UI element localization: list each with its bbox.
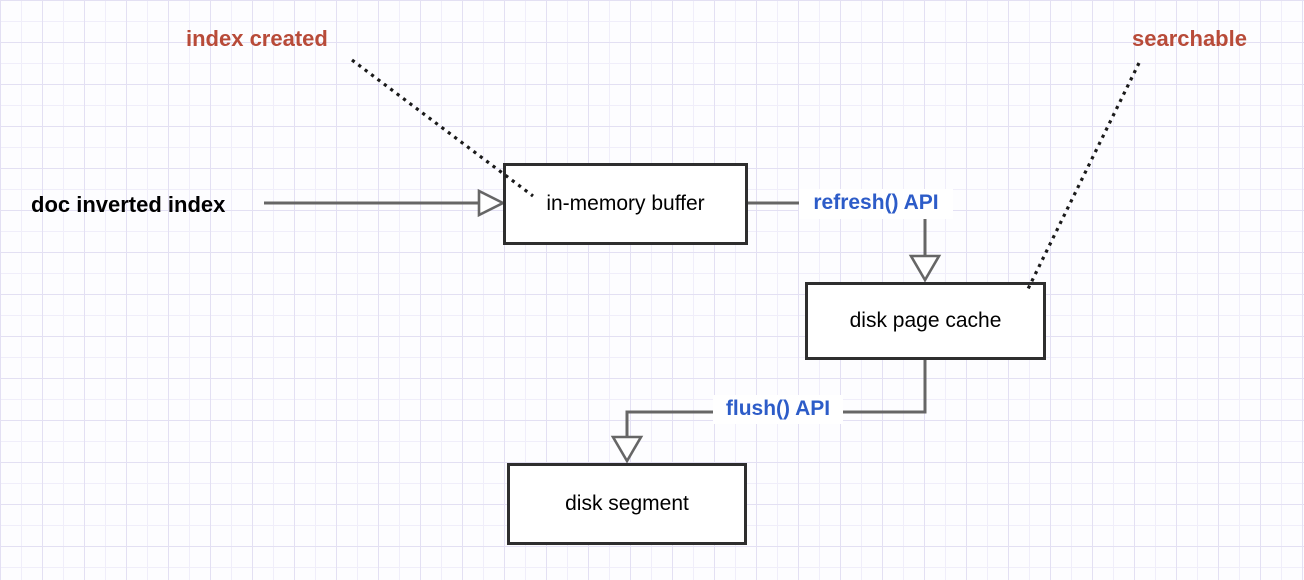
annotation-searchable: searchable bbox=[1132, 26, 1247, 51]
edge-label-flush-api: flush() API bbox=[713, 395, 843, 424]
node-in-memory-buffer-label: in-memory buffer bbox=[546, 192, 705, 215]
node-in-memory-buffer: in-memory buffer bbox=[503, 163, 748, 245]
node-disk-segment: disk segment bbox=[507, 463, 747, 545]
arrowhead-doc-to-buffer bbox=[477, 188, 506, 218]
label-doc-inverted-index: doc inverted index bbox=[31, 192, 226, 217]
node-disk-page-cache-label: disk page cache bbox=[849, 309, 1002, 332]
arrowhead-buffer-to-cache bbox=[908, 254, 942, 283]
edge-label-refresh-api: refresh() API bbox=[799, 189, 953, 219]
arrowhead-cache-to-segment bbox=[610, 435, 644, 464]
annotation-index-created: index created bbox=[186, 26, 328, 51]
node-disk-segment-label: disk segment bbox=[565, 492, 689, 515]
node-disk-page-cache: disk page cache bbox=[805, 282, 1046, 360]
